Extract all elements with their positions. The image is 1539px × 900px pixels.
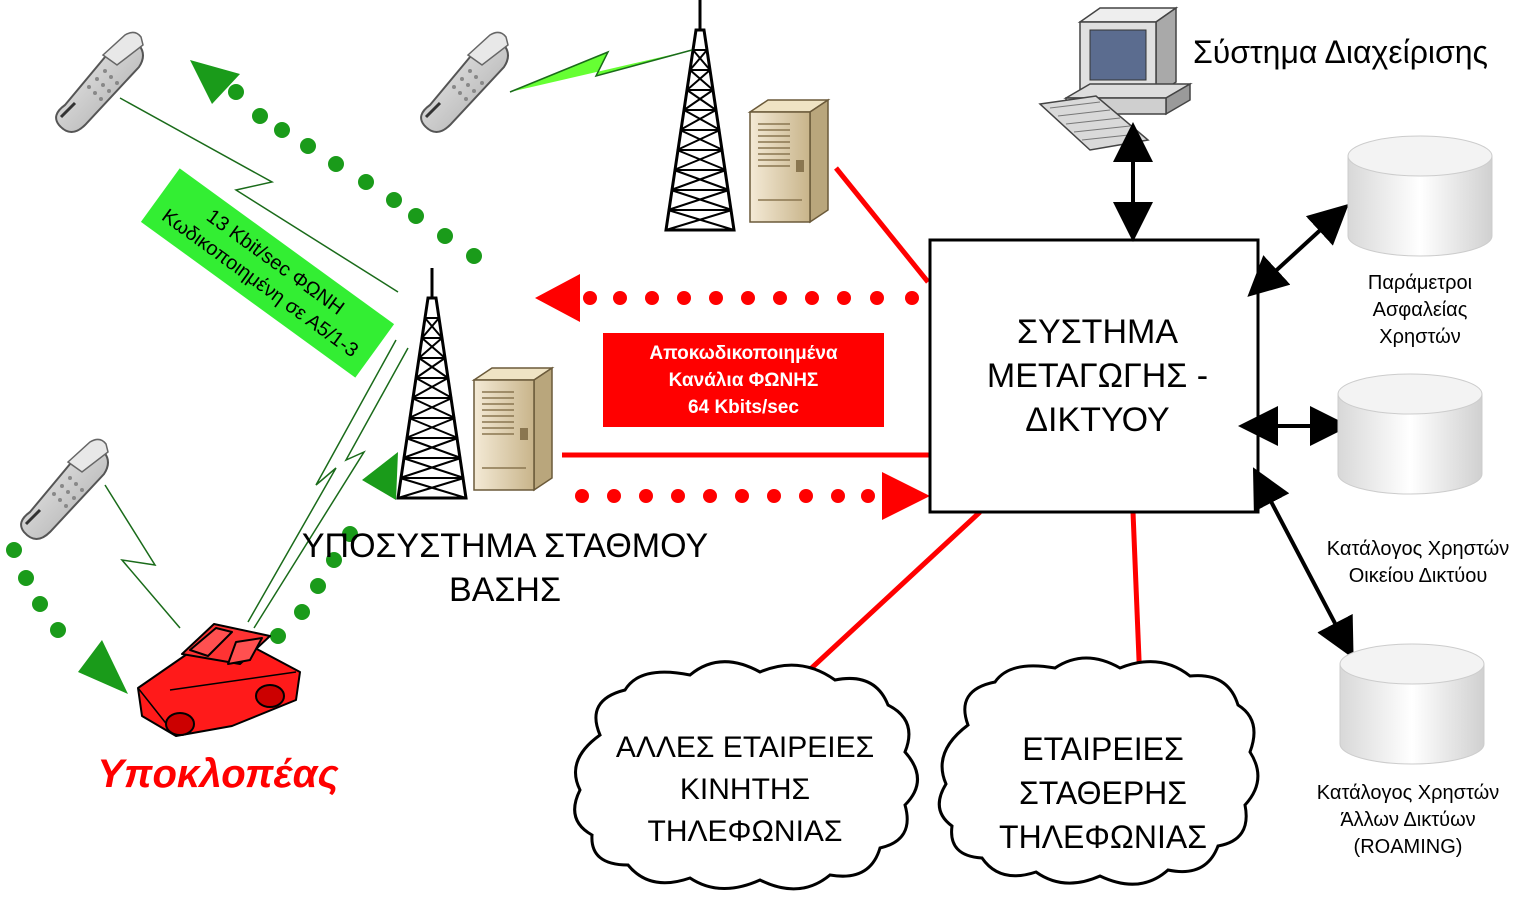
cloud-icon [937,656,1260,886]
red-links [562,166,1143,690]
mobile-phone-icon [54,30,145,134]
database-cylinder-icon [1347,135,1493,257]
db-home-users-label: Κατάλογος Χρηστών Οικείου Δικτύου [1326,538,1510,587]
fixed-line-carriers-label: ΕΤΑΙΡΕΙΕΣ ΣΤΑΘΕΡΗΣ ΤΗΛΕΦΩΝΙΑΣ [999,731,1207,855]
server-rack-icon [749,99,829,223]
mobile-phone-icon [19,437,110,541]
radio-link-icon [509,49,693,93]
base-station-subsystem-label: ΥΠΟΣΥΣΤΗΜΑ ΣΤΑΘΜΟΥ ΒΑΣΗΣ [301,527,709,609]
radio-link-icon [247,339,397,623]
mobile-phone-icon [419,30,510,134]
db-roaming-users-label: Κατάλογος Χρηστών Άλλων Δικτύων (ROAMING… [1316,782,1500,858]
radio-link-icon [253,347,409,629]
car-icon [137,623,301,737]
switching-system-box [928,238,1260,514]
computer-icon [1038,6,1193,151]
radio-tower-icon [396,266,468,500]
red-dotted-arrows [535,274,930,520]
radio-link-icon [104,484,181,629]
database-cylinder-icon [1337,373,1483,495]
intercept-path-arrows [6,60,482,694]
cloud-icon [573,660,919,891]
other-mobile-carriers-label: ΑΛΛΕΣ ΕΤΑΙΡΕΙΕΣ ΚΙΝΗΤΗΣ ΤΗΛΕΦΩΝΙΑΣ [615,731,875,848]
server-rack-icon [473,367,553,491]
database-cylinder-icon [1339,643,1485,765]
decoded-voice-channels-box: Αποκωδικοποιημένα Κανάλια ΦΩΝΗΣ 64 Kbits… [603,333,884,427]
db-security-params-label: Παράμετροι Ασφαλείας Χρηστών [1367,272,1473,348]
radio-link-icon [119,97,399,293]
interceptor-label: Υποκλοπέας [97,752,339,796]
radio-tower-icon [664,0,736,232]
switching-system-label: ΣΥΣΤΗΜΑ ΜΕΤΑΓΩΓΗΣ - ΔΙΚΤΥΟΥ [986,313,1209,439]
management-system-label: Σύστημα Διαχείρισης [1193,34,1488,70]
black-arrows [1113,122,1354,659]
